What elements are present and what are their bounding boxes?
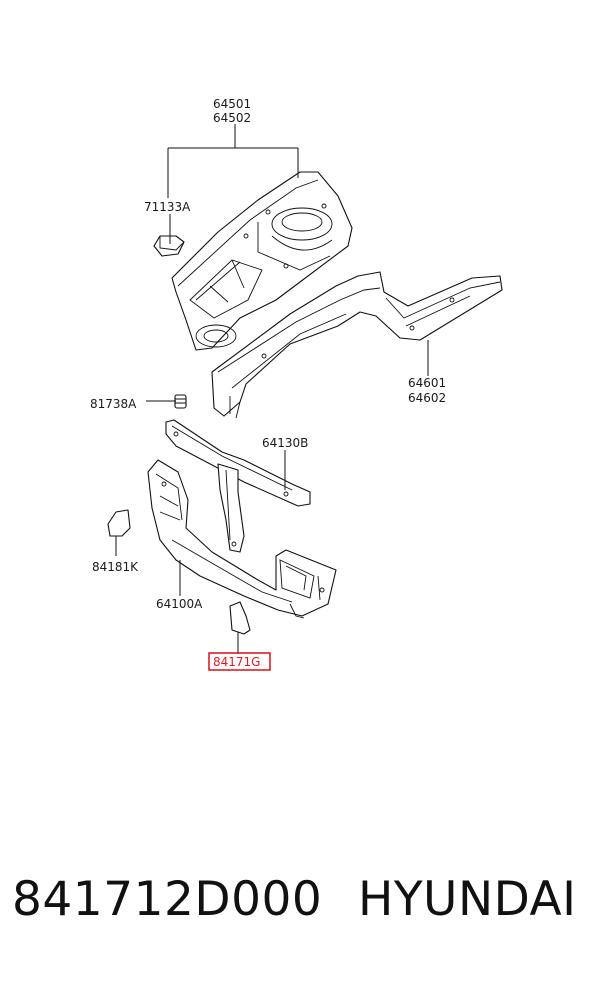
highlighted-pad-part <box>229 601 251 635</box>
leader-lines <box>115 124 429 654</box>
brand-name: HYUNDAI <box>358 872 577 927</box>
caption-bar: 841712D000 HYUNDAI <box>0 872 600 952</box>
label-carrier: 64100A <box>156 597 203 611</box>
label-upper-assembly-1: 64501 <box>213 97 251 111</box>
label-upper-assembly-2: 64502 <box>213 111 251 125</box>
left-pad-part <box>107 509 131 537</box>
stopper-part <box>174 394 187 409</box>
carrier-assembly <box>147 459 337 619</box>
bracket-part <box>153 235 185 257</box>
highlight-box <box>208 652 271 671</box>
fender-apron-assembly <box>171 171 353 351</box>
part-number: 841712D000 <box>12 872 323 927</box>
upper-member <box>165 419 311 553</box>
label-side-member-1: 64601 <box>408 376 446 390</box>
label-side-member-2: 64602 <box>408 391 446 405</box>
label-left-pad: 84181K <box>92 560 139 574</box>
label-upper-member: 64130B <box>262 436 308 450</box>
label-bracket: 71133A <box>144 200 191 214</box>
side-member <box>211 271 503 419</box>
label-stopper: 81738A <box>90 397 137 411</box>
label-highlighted-pad: 84171G <box>213 655 260 669</box>
